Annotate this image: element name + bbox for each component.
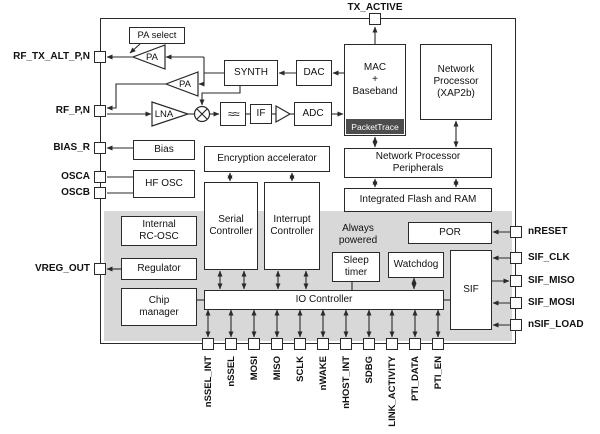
pin-mosi — [248, 338, 260, 350]
dac-block: DAC — [296, 60, 332, 86]
pin-nwake — [317, 338, 329, 350]
regulator-block: Regulator — [121, 258, 197, 280]
pin-nssel-int — [202, 338, 214, 350]
pin-label-nwake: nWAKE — [318, 356, 329, 390]
pin-label-mosi: MOSI — [249, 356, 260, 380]
pin-bias-r — [94, 142, 106, 154]
pin-label-nreset: nRESET — [528, 226, 568, 237]
pa1-amp-icon — [131, 44, 166, 70]
pin-label-sdbg: SDBG — [364, 356, 375, 383]
pa2-amp-icon — [164, 71, 199, 97]
pin-tx-active — [369, 13, 381, 25]
pin-vreg-out — [94, 263, 106, 275]
pin-sclk — [294, 338, 306, 350]
chip-manager-block: Chip manager — [121, 288, 197, 326]
pin-label-bias-r: BIAS_R — [53, 142, 90, 153]
interrupt-controller-block: Interrupt Controller — [264, 182, 320, 270]
lna-amp-icon — [151, 101, 190, 127]
pin-osca — [94, 171, 106, 183]
pin-oscb — [94, 187, 106, 199]
pa-select-block: PA select — [129, 27, 185, 44]
if-amp-icon — [275, 104, 292, 124]
pin-miso — [271, 338, 283, 350]
pa2-label: PA — [179, 79, 191, 90]
pin-label-sif-mosi: SIF_MOSI — [528, 297, 575, 308]
np-peripherals-block: Network Processor Peripherals — [344, 148, 492, 178]
pin-sif-mosi — [510, 297, 522, 309]
sleep-timer-block: Sleep timer — [332, 252, 380, 282]
pin-label-pti-en: PTI_EN — [433, 356, 444, 389]
por-block: POR — [408, 222, 492, 244]
flash-ram-block: Integrated Flash and RAM — [344, 188, 492, 212]
pin-rf-p — [94, 105, 106, 117]
filter-block: ≈≈ — [220, 102, 246, 126]
pa1-label: PA — [146, 52, 158, 63]
pin-label-rf-tx-alt: RF_TX_ALT_P,N — [13, 51, 90, 62]
filter-icon: ≈≈ — [227, 106, 240, 121]
pin-label-rf-p: RF_P,N — [55, 105, 90, 116]
pin-label-nssel: nSSEL — [226, 356, 237, 387]
pin-label-nssel-int: nSSEL_INT — [203, 356, 214, 407]
mixer-icon — [193, 105, 211, 123]
io-controller-block: IO Controller — [204, 290, 444, 310]
pin-nssel — [225, 338, 237, 350]
pin-rf-tx-alt — [94, 51, 106, 63]
pin-label-vreg-out: VREG_OUT — [34, 263, 90, 274]
serial-controller-block: Serial Controller — [204, 182, 258, 270]
pin-pti-data — [409, 338, 421, 350]
pin-pti-en — [432, 338, 444, 350]
if-block: IF — [250, 104, 272, 124]
pin-label-link-activity: LINK_ACTIVITY — [387, 355, 398, 426]
pin-label-sclk: SCLK — [295, 356, 306, 382]
network-processor-block: Network Processor (XAP2b) — [420, 44, 492, 120]
connectors — [106, 26, 510, 338]
adc-block: ADC — [294, 102, 332, 126]
pin-label-sif-clk: SIF_CLK — [528, 252, 570, 263]
pin-label-sif-miso: SIF_MISO — [528, 275, 575, 286]
bottom-pin-labels: nSSEL_INT nSSEL MOSI MISO SCLK nWAKE nHO… — [203, 355, 444, 426]
pin-sif-miso — [510, 275, 522, 287]
pin-label-pti-data: PTI_DATA — [410, 356, 421, 401]
sif-block: SIF — [450, 250, 492, 330]
internal-rc-osc-block: Internal RC-OSC — [121, 216, 197, 246]
pin-label-nsif-load: nSIF_LOAD — [528, 319, 584, 330]
lna-label: LNA — [154, 109, 174, 120]
synth-block: SYNTH — [224, 60, 278, 86]
pin-nhost-int — [340, 338, 352, 350]
pin-nreset — [510, 226, 522, 238]
hf-osc-block: HF OSC — [133, 170, 195, 198]
pin-label-osca: OSCA — [61, 171, 90, 182]
watchdog-block: Watchdog — [388, 252, 444, 278]
amplifier-icons — [131, 44, 292, 127]
pin-sif-clk — [510, 252, 522, 264]
pin-label-tx-active: TX_ACTIVE — [347, 2, 403, 13]
bias-block: Bias — [133, 140, 195, 160]
pin-label-miso: MISO — [272, 356, 283, 380]
pin-sdbg — [363, 338, 375, 350]
pin-label-oscb: OSCB — [61, 187, 90, 198]
packettrace-block: PacketTrace — [346, 119, 404, 134]
encryption-accelerator-block: Encryption accelerator — [204, 146, 330, 172]
pin-nsif-load — [510, 319, 522, 331]
pin-link-activity — [386, 338, 398, 350]
always-powered-label: Always powered — [338, 223, 378, 246]
pin-label-nhost-int: nHOST_INT — [341, 356, 352, 409]
